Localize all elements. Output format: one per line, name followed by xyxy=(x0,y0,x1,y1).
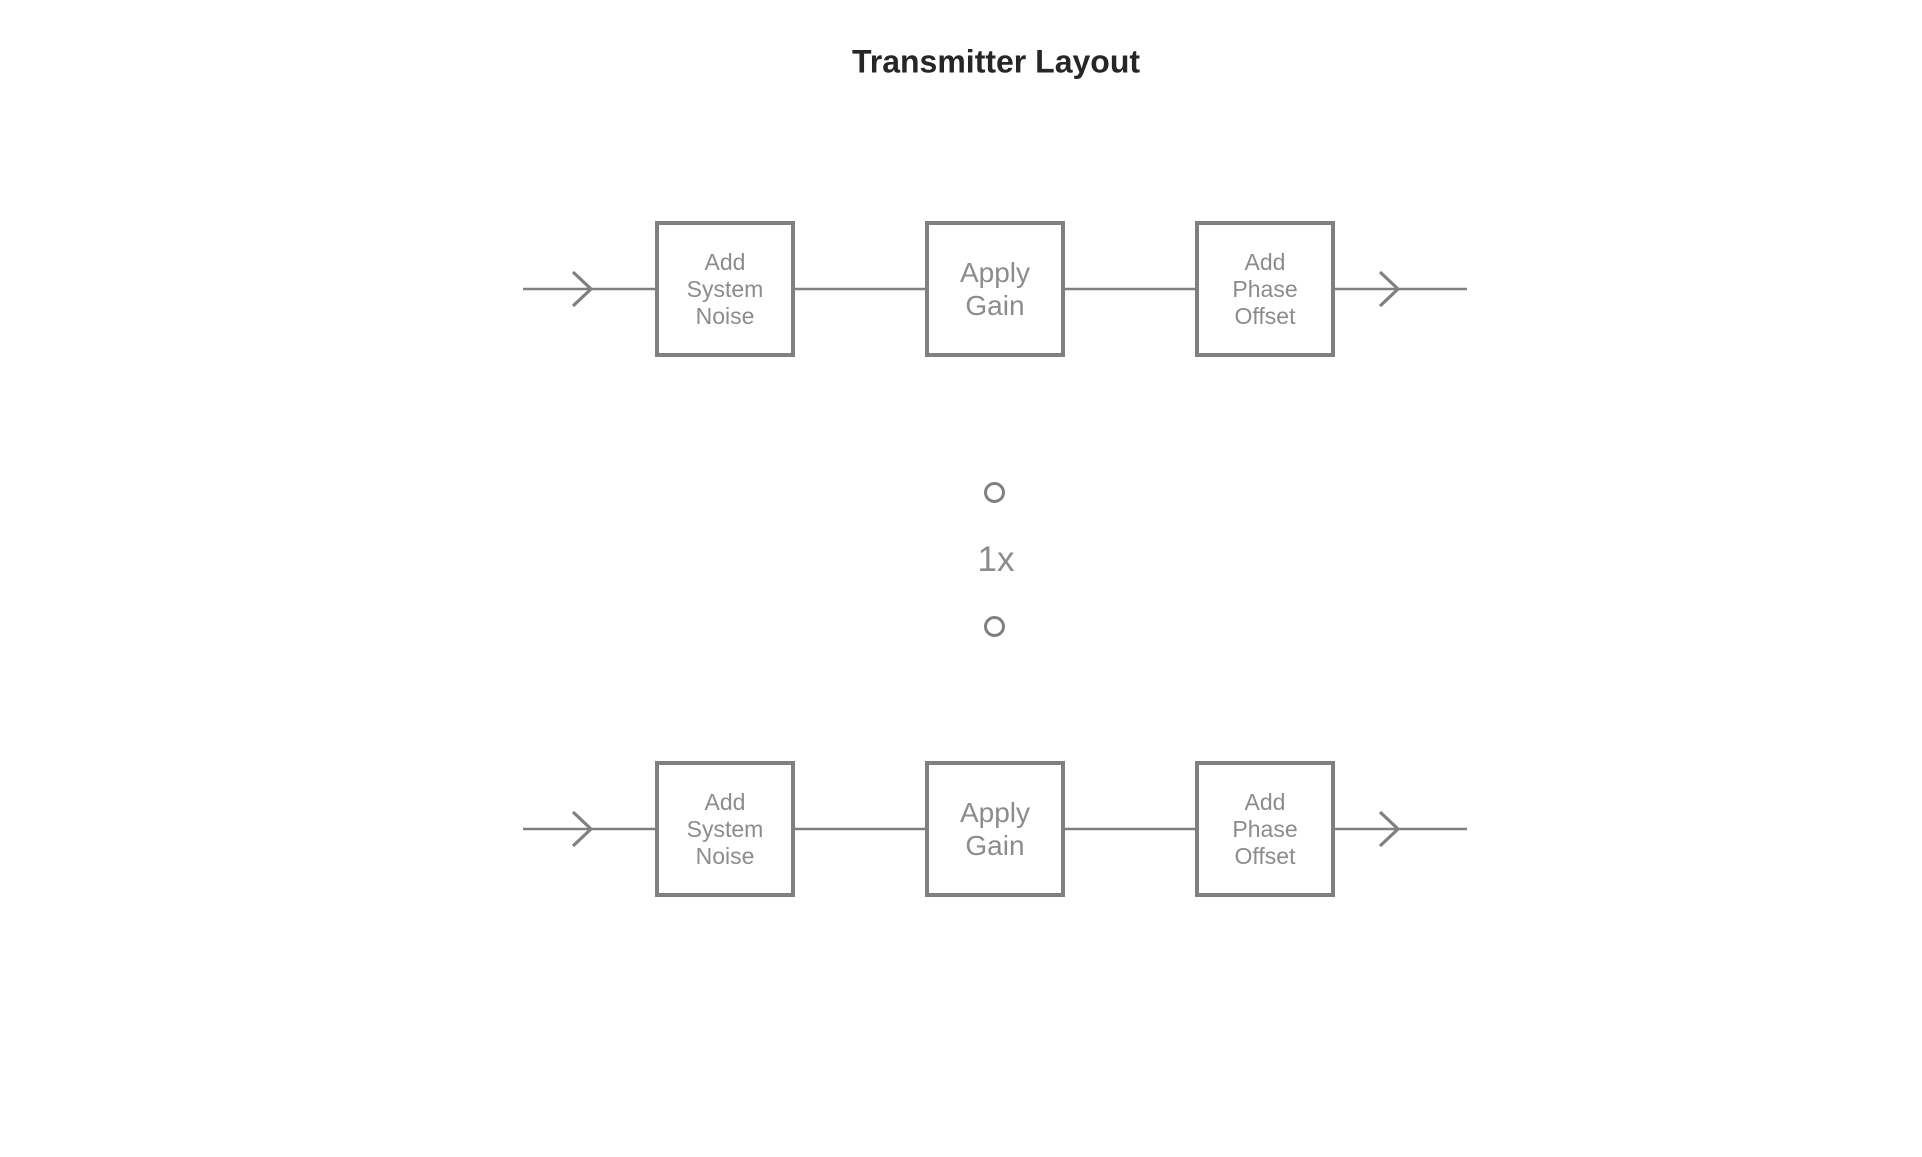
block-label: Add System Noise xyxy=(686,248,764,329)
block-add-system-noise: Add System Noise xyxy=(655,221,795,357)
input-arrow-icon xyxy=(571,810,594,848)
output-arrow-icon xyxy=(1378,810,1401,848)
block-label: Apply Gain xyxy=(959,797,1031,861)
repeat-bottom-circle-icon xyxy=(984,616,1005,637)
block-add-phase-offset: Add Phase Offset xyxy=(1195,761,1335,897)
block-label: Add Phase Offset xyxy=(1232,788,1298,869)
repeat-count-label: 1x xyxy=(977,540,1015,579)
block-apply-gain: Apply Gain xyxy=(925,761,1065,897)
diagram-title: Transmitter Layout xyxy=(851,43,1141,80)
block-label: Add System Noise xyxy=(686,788,764,869)
block-apply-gain: Apply Gain xyxy=(925,221,1065,357)
output-arrow-icon xyxy=(1378,270,1401,308)
block-label: Apply Gain xyxy=(959,257,1031,321)
repeat-top-circle-icon xyxy=(984,482,1005,503)
block-add-phase-offset: Add Phase Offset xyxy=(1195,221,1335,357)
block-label: Add Phase Offset xyxy=(1232,248,1298,329)
input-arrow-icon xyxy=(571,270,594,308)
block-add-system-noise: Add System Noise xyxy=(655,761,795,897)
